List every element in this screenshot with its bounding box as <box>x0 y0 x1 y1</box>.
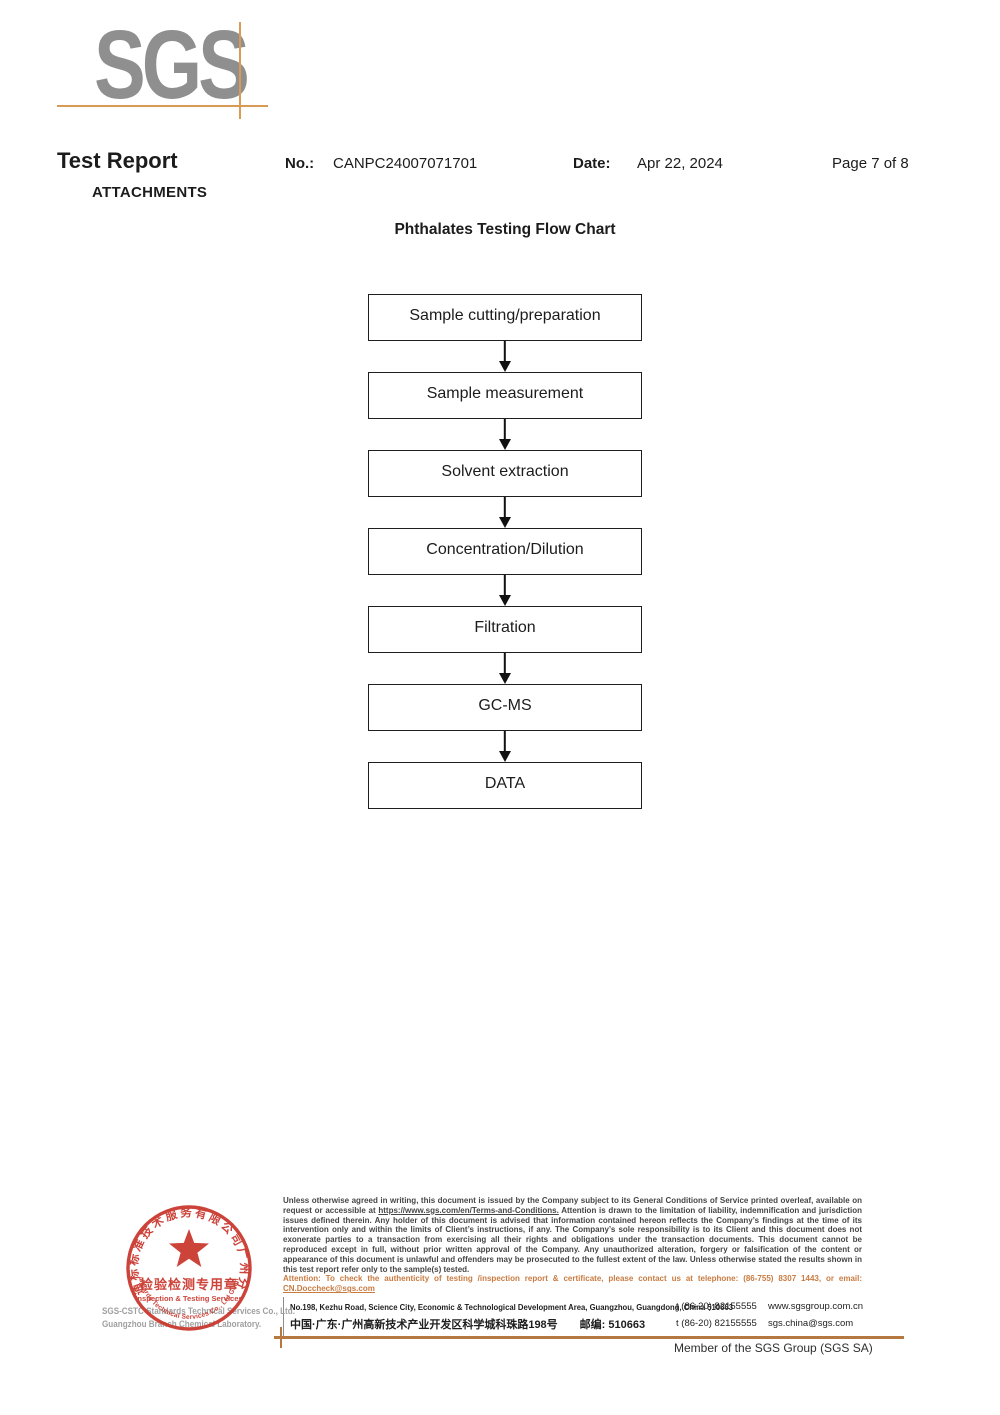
address-chinese: 中国·广东·广州高新技术产业开发区科学城科珠路198号 邮编: 510663 <box>290 1319 646 1331</box>
legal-disclaimer: Unless otherwise agreed in writing, this… <box>283 1196 862 1294</box>
flow-chart-title: Phthalates Testing Flow Chart <box>394 221 616 238</box>
address-english: No.198, Kezhu Road, Science City, Econom… <box>290 1302 733 1312</box>
phone-number-1: t (86-20) 82155555 <box>676 1301 757 1312</box>
stamp-circle <box>126 1205 252 1331</box>
report-no-value: CANPC24007071701 <box>333 155 478 172</box>
logo-crop-line-horizontal <box>57 105 268 107</box>
website-link[interactable]: www.sgsgroup.com.cn <box>768 1301 864 1312</box>
arrow-down-icon <box>368 731 642 762</box>
flow-step-data: DATA <box>368 762 642 809</box>
footer-crop-tick <box>280 1327 282 1348</box>
inspection-stamp-seal: 通标标准技术服务有限公司广州分公司 SGS-CSTC Standards Tec… <box>111 1190 252 1331</box>
page-number: Page 7 of 8 <box>832 155 909 172</box>
address-divider-line <box>283 1297 284 1337</box>
page-title: Test Report <box>57 148 178 173</box>
flow-step-sample-measurement: Sample measurement <box>368 372 642 419</box>
sgs-logo: SGS <box>94 10 250 119</box>
sgs-member-text: Member of the SGS Group (SGS SA) <box>674 1341 873 1355</box>
arrow-down-icon <box>368 497 642 528</box>
arrow-down-icon <box>368 575 642 606</box>
disclaimer-text-post: Attention is drawn to the limitation of … <box>283 1205 863 1274</box>
disclaimer-paragraph: Unless otherwise agreed in writing, this… <box>283 1196 862 1274</box>
arrow-down-icon <box>368 341 642 372</box>
disclaimer-text-pre: Unless otherwise agreed in writing, this… <box>283 1196 862 1215</box>
flow-step-gc-ms: GC-MS <box>368 684 642 731</box>
flow-step-solvent-extraction: Solvent extraction <box>368 450 642 497</box>
terms-and-conditions-link[interactable]: https://www.sgs.com/en/Terms-and-Conditi… <box>378 1205 559 1215</box>
flow-step-filtration: Filtration <box>368 606 642 653</box>
star-icon <box>169 1229 209 1267</box>
flow-step-sample-cutting: Sample cutting/preparation <box>368 294 642 341</box>
company-line-1: SGS-CSTC Standards Technical Services Co… <box>102 1306 295 1316</box>
flow-step-concentration-dilution: Concentration/Dilution <box>368 528 642 575</box>
stamp-center-en: Inspection & Testing Services <box>135 1294 242 1303</box>
attachments-subtitle: ATTACHMENTS <box>92 184 208 201</box>
doccheck-email-link[interactable]: CN.Doccheck@sgs.com <box>283 1284 375 1294</box>
date-value: Apr 22, 2024 <box>637 155 723 172</box>
report-no-label: No.: <box>285 155 315 172</box>
date-label: Date: <box>573 155 611 172</box>
arrow-down-icon <box>368 653 642 684</box>
company-name-lines: SGS-CSTC Standards Technical Services Co… <box>102 1305 316 1331</box>
flow-chart: Sample cutting/preparation Sample measur… <box>368 294 642 809</box>
arrow-down-icon <box>368 419 642 450</box>
logo-crop-line-vertical <box>239 22 241 119</box>
phone-number-2: t (86-20) 82155555 <box>676 1318 757 1329</box>
attention-notice: Attention: To check the authenticity of … <box>283 1274 862 1294</box>
stamp-center-cn: 检验检测专用章 <box>140 1277 238 1292</box>
email-link[interactable]: sgs.china@sgs.com <box>768 1318 854 1329</box>
company-line-2: Guangzhou Branch Chemical Laboratory. <box>102 1319 262 1329</box>
footer-rule-line <box>274 1336 904 1339</box>
attention-text: Attention: To check the authenticity of … <box>283 1274 862 1284</box>
